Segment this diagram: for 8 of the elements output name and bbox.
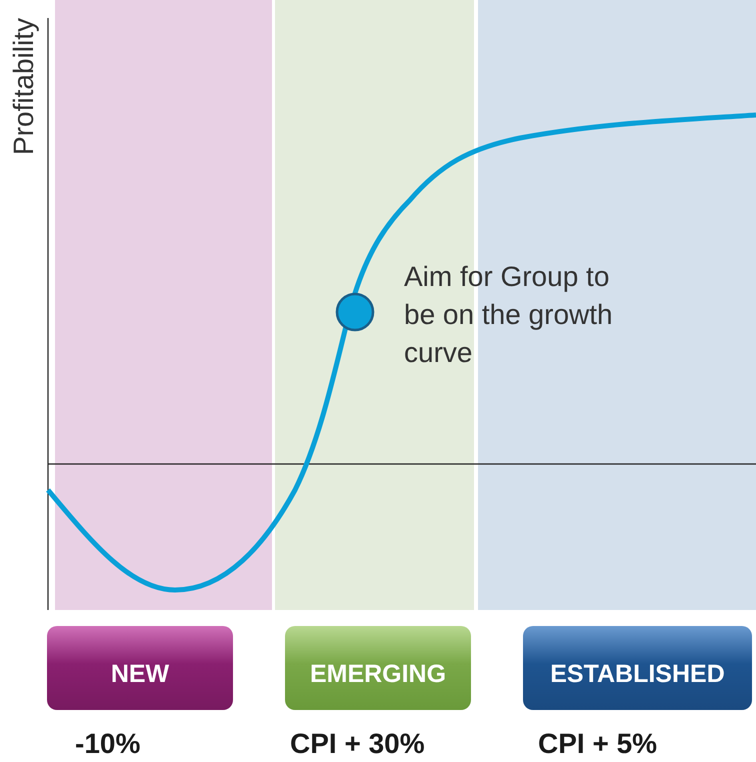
axis-title: Profitability <box>8 18 40 155</box>
annotation-text: Aim for Group to be on the growth curve <box>404 260 614 370</box>
growth-target-text: -10% <box>75 728 140 760</box>
stage-badge: EMERGING <box>285 626 471 710</box>
stage-badge: NEW <box>47 626 233 710</box>
growth-target-text: CPI + 30% <box>290 728 425 760</box>
stage-badge: ESTABLISHED <box>523 626 752 710</box>
growth-target-text: CPI + 5% <box>538 728 658 760</box>
